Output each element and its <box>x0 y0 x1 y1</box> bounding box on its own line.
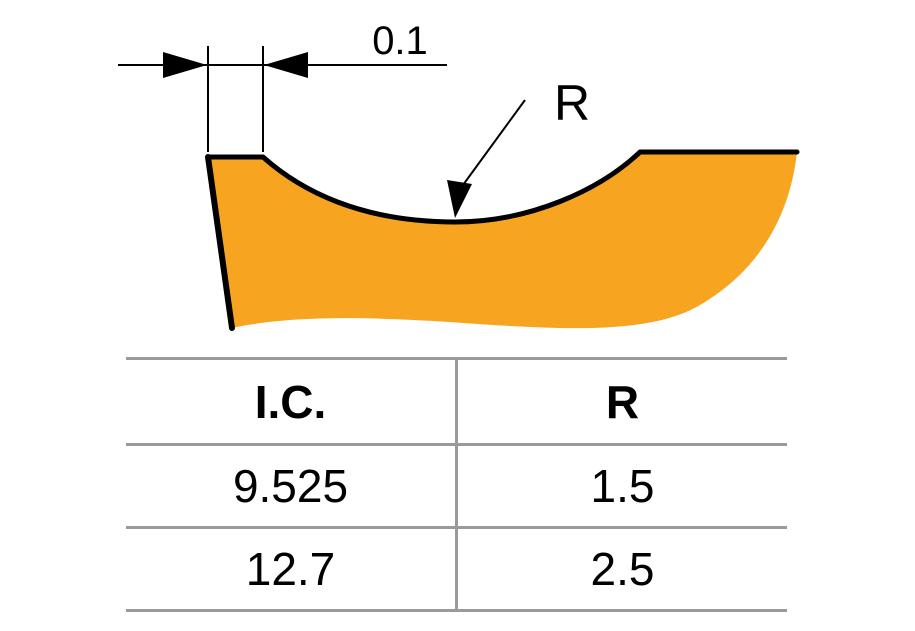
cell-ic: 12.7 <box>126 527 458 612</box>
radius-arrow-head <box>447 180 472 218</box>
table-header-row: I.C. R <box>126 357 787 446</box>
insert-body <box>208 152 797 329</box>
radius-label: R <box>554 75 590 131</box>
cell-r: 2.5 <box>456 527 787 612</box>
insert-left-edge <box>205 154 235 331</box>
table-row: 12.7 2.5 <box>126 527 787 612</box>
header-ic: I.C. <box>126 357 458 446</box>
spec-table: I.C. R 9.525 1.5 12.7 2.5 <box>126 357 787 612</box>
table-row: 9.525 1.5 <box>126 444 787 529</box>
radius-leader-line <box>462 99 526 186</box>
profile-diagram: 0.1 R <box>118 19 800 331</box>
cell-r: 1.5 <box>456 444 787 529</box>
insert-top-profile <box>205 149 800 225</box>
header-r: R <box>456 357 787 446</box>
dimension-label: 0.1 <box>372 19 428 63</box>
dimension-arrow-left <box>163 52 207 78</box>
dimension-arrow-right <box>264 52 308 78</box>
cell-ic: 9.525 <box>126 444 458 529</box>
